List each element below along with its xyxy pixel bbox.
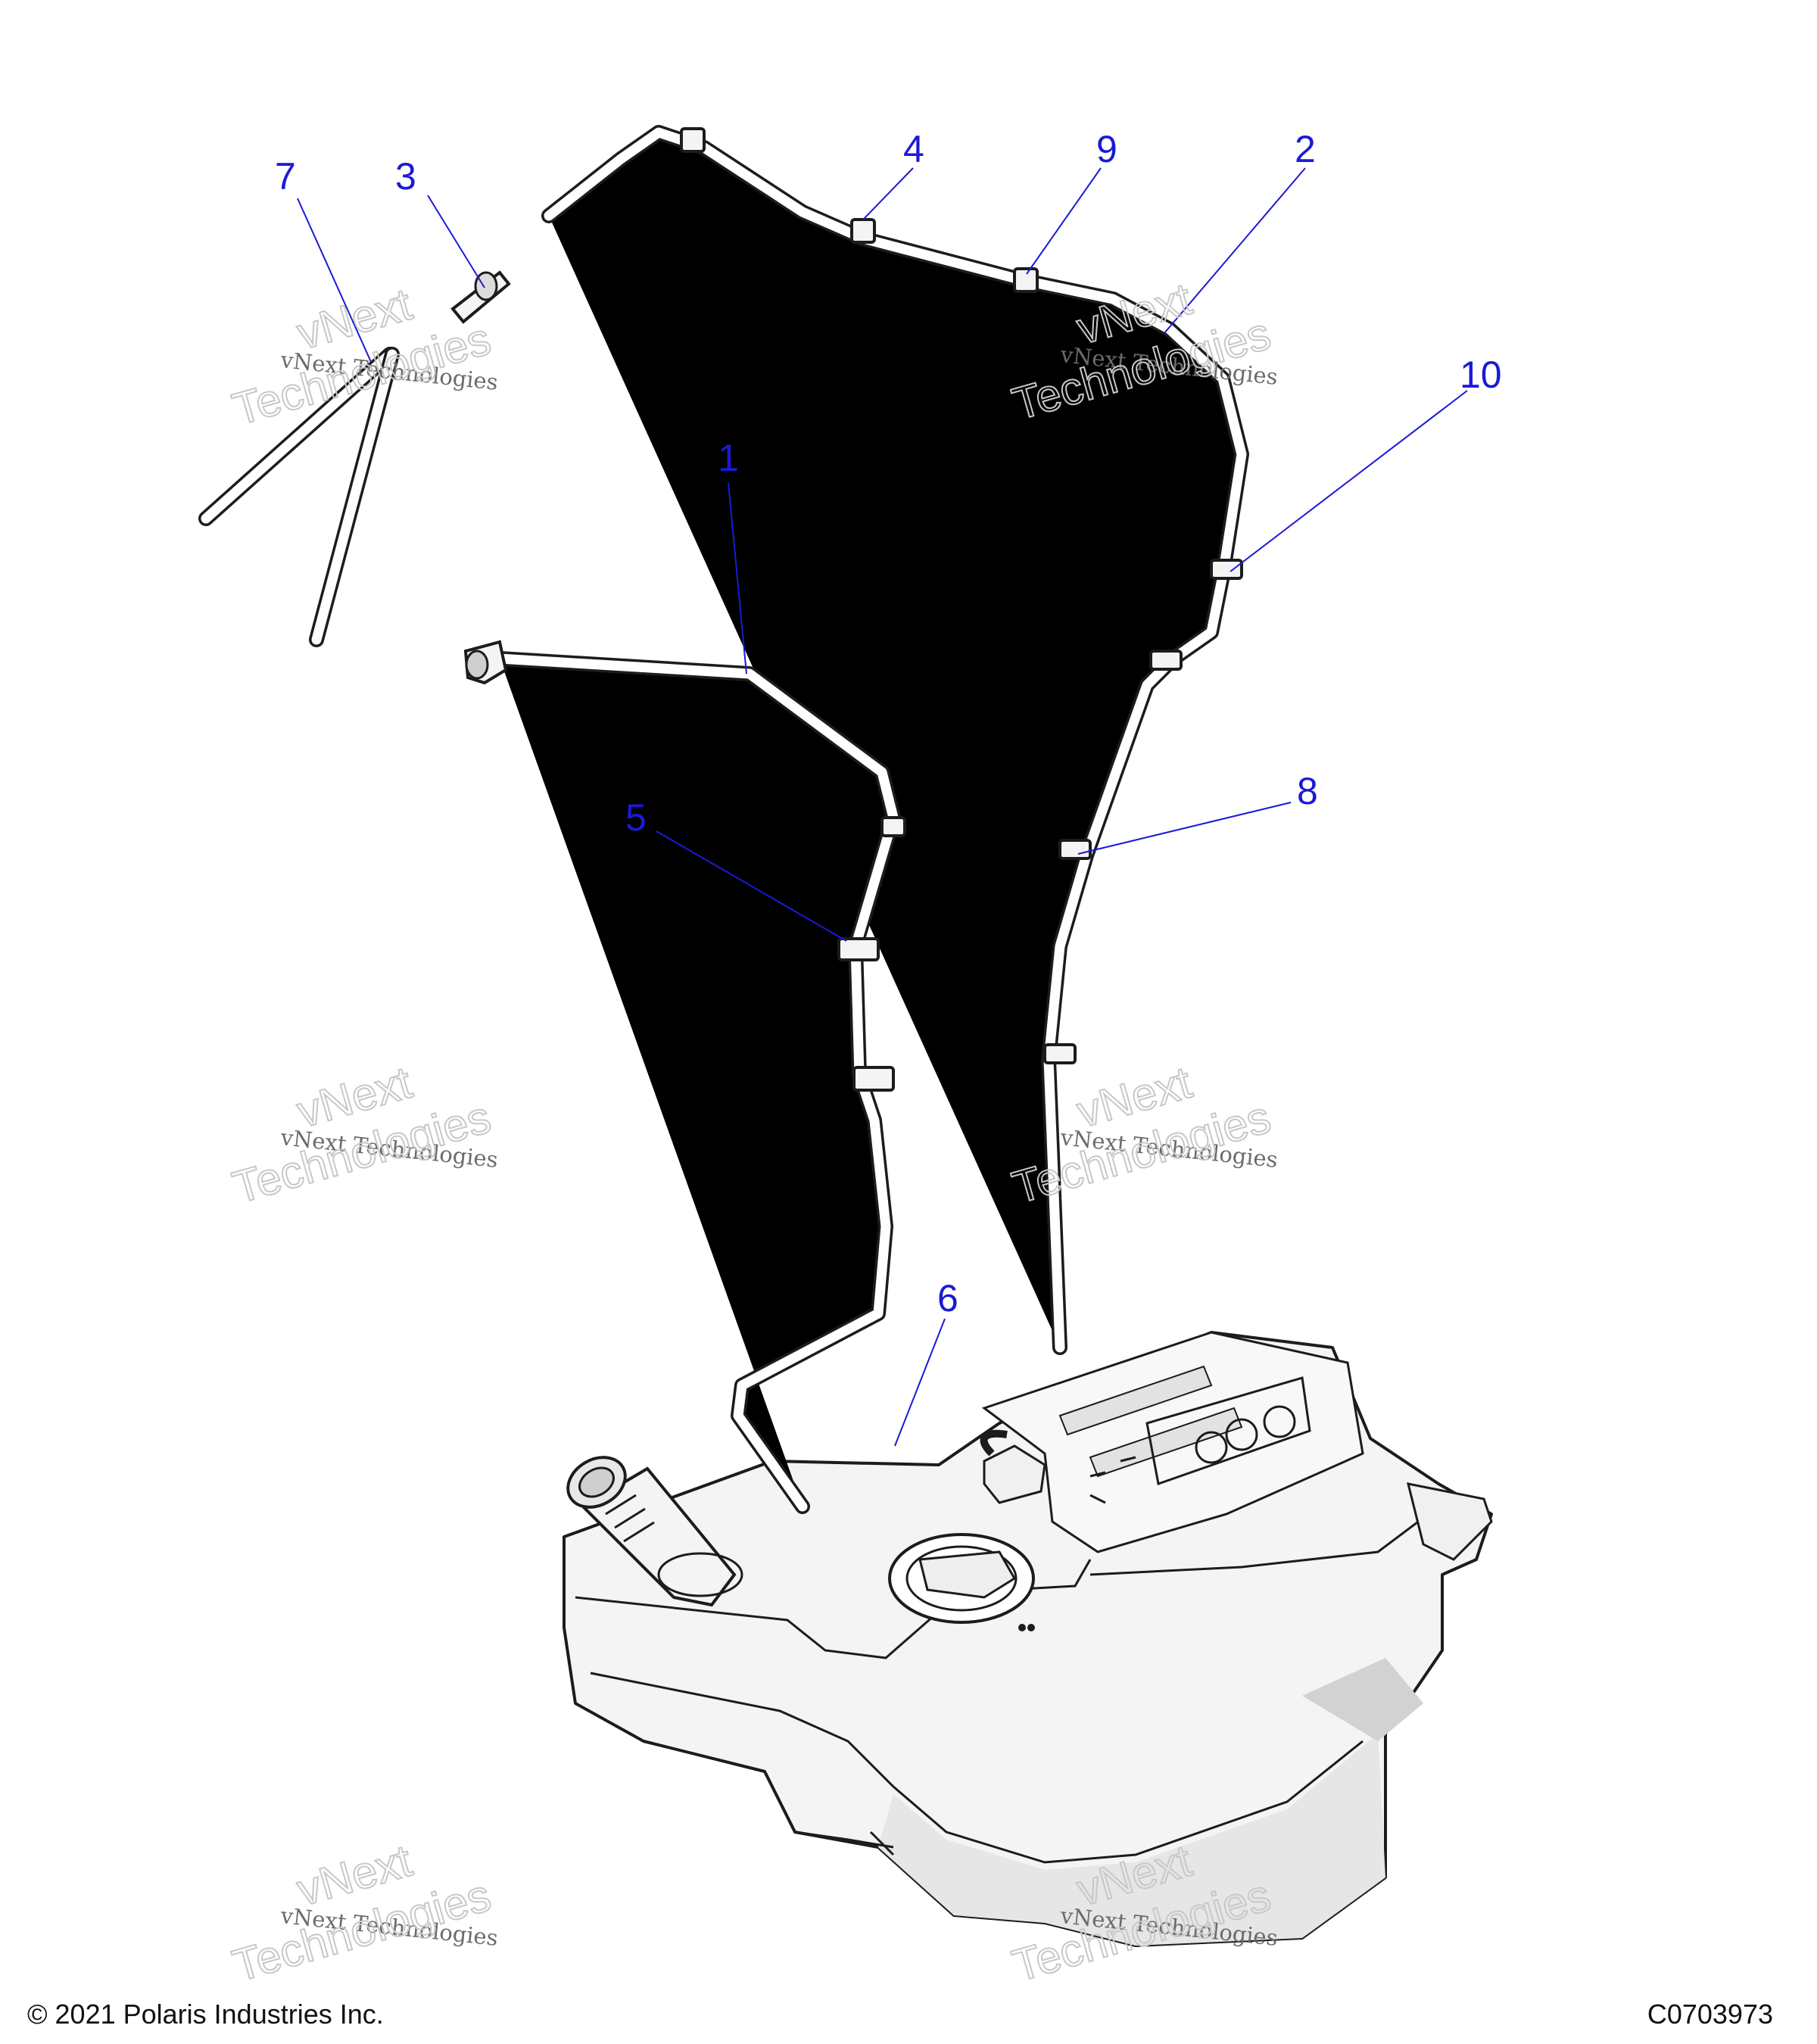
watermark-mid-left: vNext Technologies vNext Technologies [226, 1056, 499, 1214]
vent-hose-2 [549, 132, 1242, 1348]
watermark-bottom-left: vNext Technologies vNext Technologies [226, 1834, 499, 1993]
callout-8: 8 [1297, 770, 1318, 812]
watermark-top-left: vNext Technologies vNext Technologies [226, 278, 499, 436]
callout-3: 3 [395, 155, 416, 198]
callout-10: 10 [1460, 354, 1502, 396]
callout-6: 6 [937, 1277, 958, 1320]
callout-4: 4 [903, 128, 924, 170]
vent-hose-1 [500, 659, 893, 1507]
callout-1: 1 [718, 437, 739, 479]
fuel-tank [563, 1331, 1493, 1947]
callout-labels: 1 2 3 4 5 6 7 8 9 10 [275, 128, 1502, 1320]
callout-9: 9 [1096, 128, 1117, 170]
copyright-notice: © 2021 Polaris Industries Inc. [27, 1999, 384, 2030]
callout-7: 7 [275, 155, 296, 198]
fitting-3 [450, 270, 511, 324]
callout-5: 5 [625, 796, 647, 839]
leader-lines [297, 167, 1468, 1447]
hose-clips [680, 127, 1243, 1092]
callout-2: 2 [1295, 128, 1316, 170]
drawing-number: C0703973 [1647, 1999, 1773, 2030]
